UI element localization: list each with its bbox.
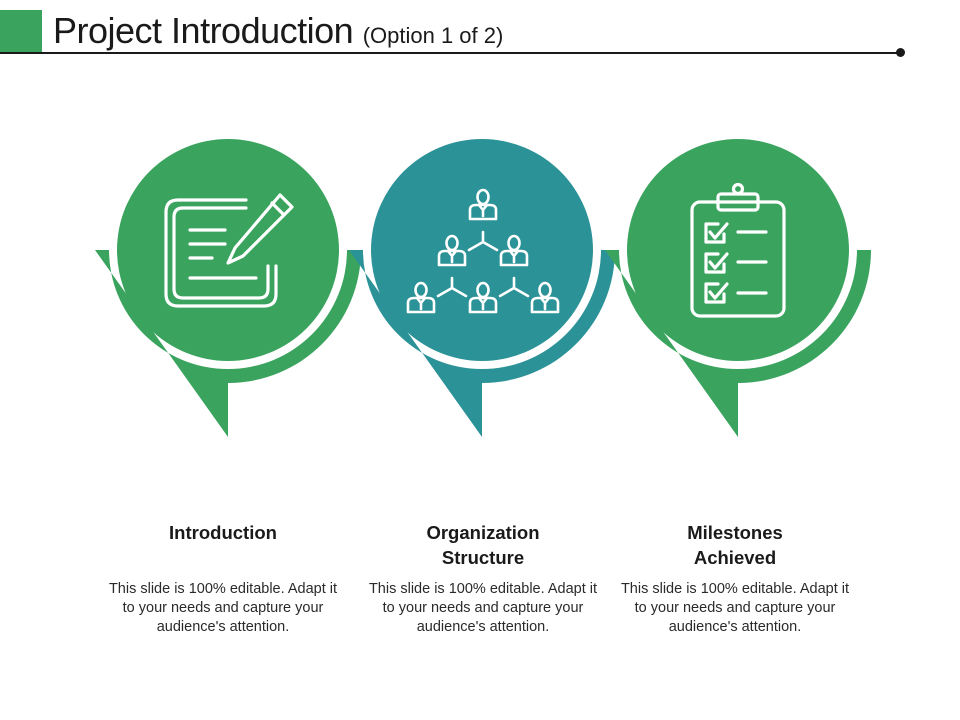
milestones-heading: Milestones Achieved <box>620 520 850 570</box>
milestones-circle <box>627 139 849 361</box>
title-underline-dot <box>896 48 905 57</box>
milestones-heading-line1: Milestones <box>687 522 783 543</box>
edit-document-icon <box>164 193 294 308</box>
introduction-body-text: This slide is 100% editable. Adapt it to… <box>108 581 338 635</box>
milestones-heading-line2: Achieved <box>693 547 777 568</box>
organization-circle <box>371 139 593 361</box>
organization-structure-graphic <box>332 120 632 450</box>
introduction-heading-line1: Introduction <box>169 522 277 543</box>
organization-structure-heading: Organization Structure <box>368 520 598 570</box>
introduction-caption: Introduction This slide is 100% editable… <box>108 520 338 637</box>
title-subtitle: (Option 1 of 2) <box>362 23 504 48</box>
milestones-pin-shape <box>605 250 871 437</box>
title-main: Project Introduction <box>53 10 354 51</box>
organization-structure-body-text: This slide is 100% editable. Adapt it to… <box>368 581 598 635</box>
slide-title: Project Introduction (Option 1 of 2) <box>53 8 503 59</box>
organization-structure-caption: Organization Structure This slide is 100… <box>368 520 598 637</box>
title-underline <box>0 52 900 54</box>
organization-pin-shape <box>349 250 615 437</box>
introduction-circle <box>117 139 339 361</box>
title-accent-square <box>0 10 42 52</box>
introduction-heading: Introduction <box>108 520 338 570</box>
milestones-body-text: This slide is 100% editable. Adapt it to… <box>620 581 850 635</box>
organization-heading-line2: Structure <box>441 547 525 568</box>
organization-heading-line1: Organization <box>426 522 540 543</box>
introduction-graphic <box>78 120 378 450</box>
milestones-caption: Milestones Achieved This slide is 100% e… <box>620 520 850 637</box>
introduction-pin-shape <box>95 250 361 437</box>
checklist-clipboard-icon <box>690 182 786 318</box>
organization-chart-icon <box>406 188 560 314</box>
milestones-graphic <box>588 120 888 450</box>
